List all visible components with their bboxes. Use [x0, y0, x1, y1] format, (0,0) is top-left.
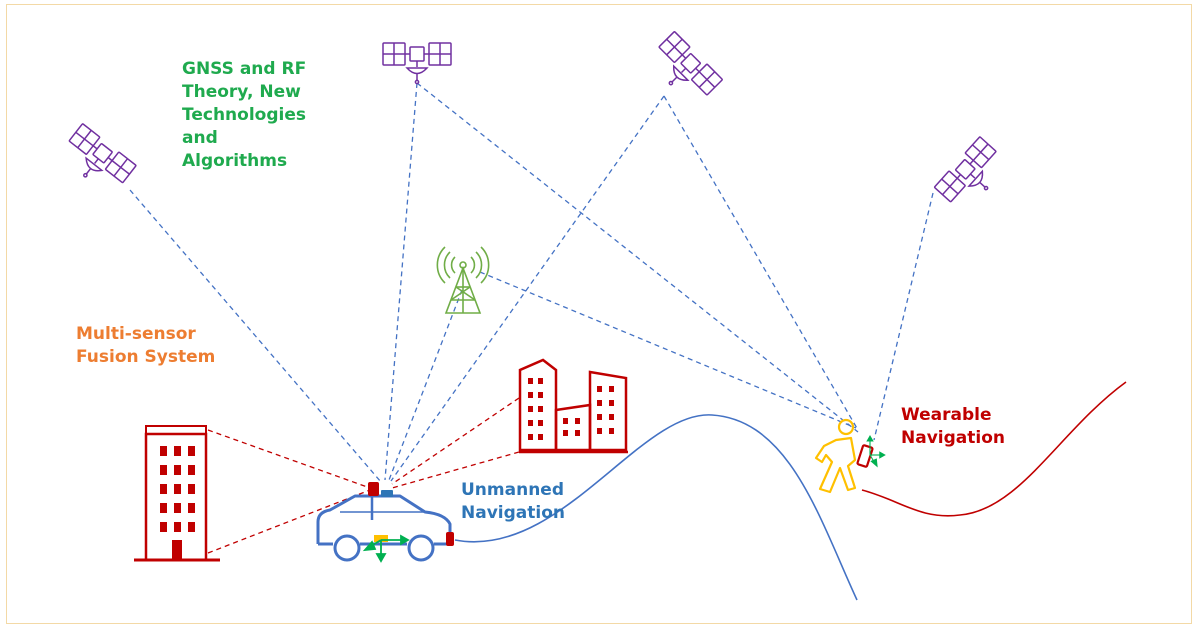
cell-tower-icon: [436, 246, 490, 314]
terrain-curve-blue: [454, 414, 858, 601]
gnss-rf-label: GNSS and RF Theory, New Technologies and…: [182, 59, 307, 171]
multi-sensor-fusion-label: Multi-sensor Fusion System: [76, 324, 216, 367]
building-icon: [518, 358, 628, 454]
sensor-axes-icon: [866, 435, 886, 467]
satellite-icon: [933, 135, 1011, 216]
sensor-axes-icon: [364, 535, 409, 562]
wearable-navigation-label: Wearable Navigation: [901, 405, 1005, 448]
unmanned-navigation-label: Unmanned Navigation: [461, 480, 565, 523]
phone-icon: [856, 435, 886, 468]
walker-icon: [814, 418, 857, 494]
diagram-frame: [6, 4, 1192, 624]
car-icon: [316, 482, 454, 562]
link-lines: [207, 397, 520, 554]
signal-lines: [129, 82, 934, 483]
satellite-icon: [382, 42, 452, 85]
building-icon: [134, 425, 220, 562]
satellite-icon: [644, 30, 724, 110]
terrain-curve-red: [861, 381, 1127, 517]
satellite-icon: [56, 122, 137, 199]
